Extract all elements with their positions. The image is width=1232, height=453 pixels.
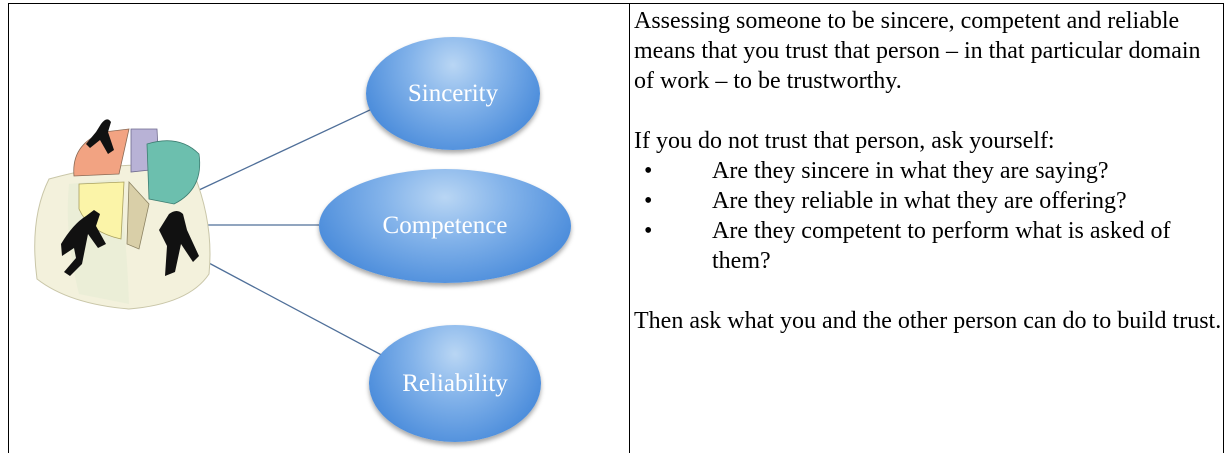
list-item: •Are they reliable in what they are offe…: [644, 188, 1127, 214]
trust-diagram: Sincerity Competence Reliability: [9, 4, 629, 453]
list-item: •Are they competent to perform what is a…: [644, 218, 1171, 274]
node-label: Reliability: [402, 369, 508, 397]
paragraph-intro: Assessing someone to be sincere, compete…: [634, 8, 1201, 94]
table-border-right: [1223, 3, 1224, 453]
list-item: •Are they sincere in what they are sayin…: [644, 158, 1109, 184]
connector-reliability: [206, 261, 390, 360]
table-border-top: [8, 3, 1224, 4]
table-border-left: [8, 3, 9, 453]
connector-sincerity: [198, 101, 388, 191]
explanation-text: Assessing someone to be sincere, compete…: [634, 6, 1222, 336]
node-reliability: Reliability: [369, 325, 541, 442]
node-competence: Competence: [319, 169, 571, 283]
question-list: •Are they sincere in what they are sayin…: [634, 156, 1222, 276]
paragraph-question: If you do not trust that person, ask you…: [634, 128, 1055, 154]
node-sincerity: Sincerity: [366, 37, 540, 150]
table-border-middle: [629, 3, 630, 453]
node-label: Sincerity: [407, 79, 499, 107]
pie-chart-with-figures-icon: [34, 119, 211, 310]
connector-lines: [34, 101, 390, 360]
node-label: Competence: [382, 212, 508, 239]
paragraph-closing: Then ask what you and the other person c…: [634, 308, 1222, 334]
